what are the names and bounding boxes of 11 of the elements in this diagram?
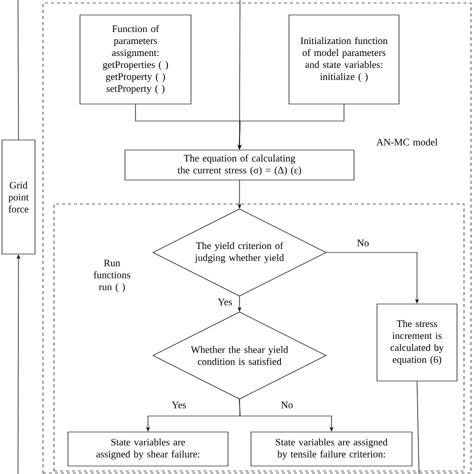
process-box: State variables are assigned by shear failure:: [68, 432, 228, 466]
process-box: Initialization function of model parameters and state variables: initialize ( ): [288, 14, 400, 104]
edge-label: Yes: [216, 298, 234, 306]
edge-label: No: [356, 238, 370, 248]
process-box: Grid point force: [2, 140, 36, 254]
edge-label: Yes: [170, 400, 188, 410]
process-box: State variables are assigned by tensile failure criterion:: [250, 432, 412, 466]
process-box: Function of parameters assignment: getProperties ( ) getProperty ( ) setProperty ( ): [80, 14, 192, 104]
process-box: The equation of calculating the current stress (σ) = (Δ) (ε): [124, 150, 354, 180]
edge-label: No: [280, 400, 294, 410]
process-box: The stress increment is calculated by equation (6): [376, 304, 458, 382]
